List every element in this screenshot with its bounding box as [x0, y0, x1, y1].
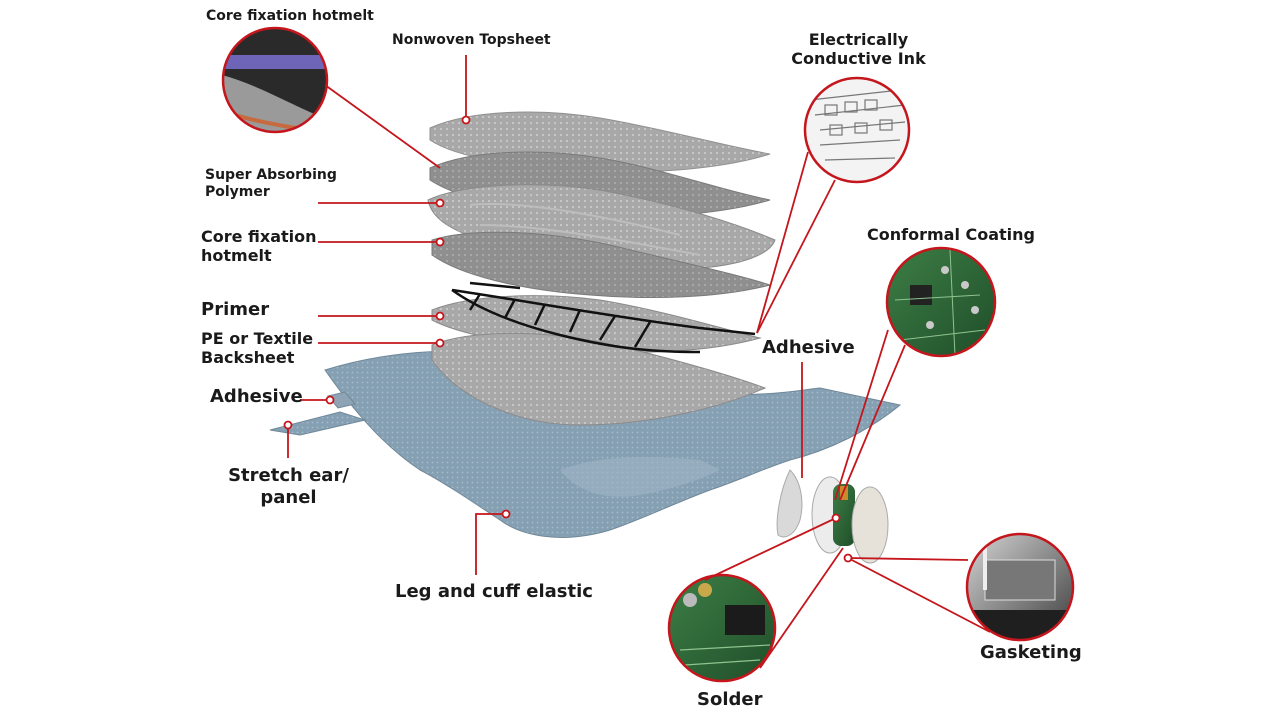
label-core-fixation-hotmelt: Core fixation hotmelt: [201, 227, 317, 266]
leader-core-fixation-top: [324, 84, 441, 169]
label-nonwoven-topsheet: Nonwoven Topsheet: [392, 32, 551, 48]
label-conductive-ink: Electrically Conductive Ink: [791, 30, 926, 69]
label-adhesive-right: Adhesive: [762, 337, 855, 358]
label-adhesive-left: Adhesive: [210, 386, 303, 407]
zoom-conductive-ink: [803, 76, 911, 184]
label-backsheet: PE or Textile Backsheet: [201, 329, 314, 368]
leader-gasket-b: [847, 557, 991, 633]
label-stretch-ear: Stretch ear/ panel: [228, 465, 349, 508]
label-core-fixation-top: Core fixation hotmelt: [206, 8, 374, 24]
zoom-core-fixation: [221, 26, 329, 134]
label-solder: Solder: [697, 689, 763, 710]
zoom-solder: [667, 573, 777, 683]
leader-conformal-b: [839, 344, 906, 501]
leader-dots: [283, 115, 853, 563]
zoom-conformal-coating: [885, 246, 997, 358]
leader-gasket-a: [847, 557, 969, 561]
zoom-gasketing: [965, 532, 1075, 642]
leader-ink-a: [756, 151, 809, 334]
adhesive-tab: [327, 391, 356, 409]
label-primer: Primer: [201, 299, 270, 320]
label-gasketing: Gasketing: [980, 642, 1082, 663]
leader-leg-cuff: [475, 513, 506, 575]
label-leg-cuff-elastic: Leg and cuff elastic: [395, 581, 593, 602]
leader-lines: [287, 55, 991, 669]
leader-solder-b: [759, 547, 844, 669]
layer-backsheet: [431, 332, 767, 426]
label-conformal-coating: Conformal Coating: [867, 225, 1035, 244]
label-super-absorbing-polymer: Super Absorbing Polymer: [205, 167, 337, 200]
leader-solder-a: [704, 517, 837, 581]
chassis-backsheet: [324, 350, 902, 538]
leader-ink-b: [756, 179, 836, 334]
sensor-pod: [776, 469, 889, 564]
conductive-ink-grid: [451, 281, 756, 354]
stretch-ear: [269, 411, 367, 436]
leader-conformal-a: [834, 329, 889, 501]
